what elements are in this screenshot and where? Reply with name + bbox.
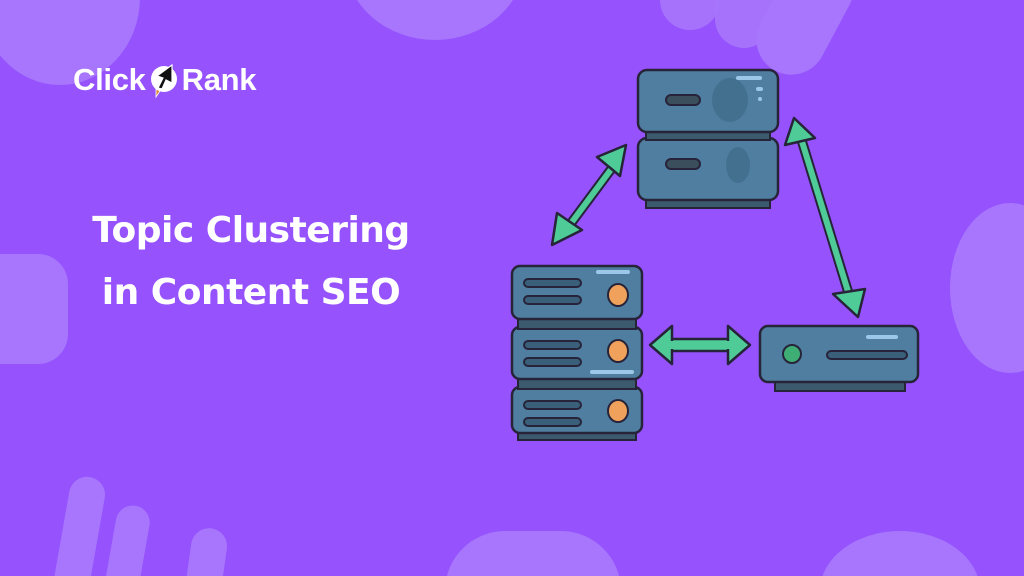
top-server bbox=[636, 68, 780, 209]
bidirectional-arrow-left-right bbox=[648, 324, 752, 366]
bidirectional-arrow-left-top bbox=[550, 143, 628, 247]
brand-name-left: Click bbox=[73, 62, 146, 97]
right-server bbox=[758, 324, 920, 392]
bidirectional-arrow-top-right bbox=[783, 116, 867, 319]
cursor-rocket-icon bbox=[147, 62, 181, 99]
page-title: Topic Clustering in Content SEO bbox=[56, 200, 446, 324]
title-line-1: Topic Clustering bbox=[92, 210, 410, 251]
brand-name-right: Rank bbox=[181, 62, 257, 97]
left-server-rack bbox=[510, 264, 644, 441]
brand-logo: Click Rank bbox=[73, 62, 257, 99]
decorative-blob bbox=[445, 531, 621, 576]
title-line-2: in Content SEO bbox=[101, 272, 401, 313]
decorative-blob bbox=[0, 254, 68, 364]
